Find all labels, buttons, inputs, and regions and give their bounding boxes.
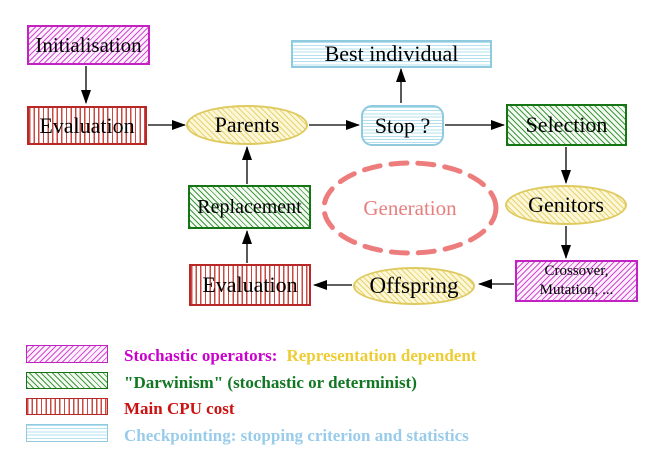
legend-swatch-cpu-cost <box>26 398 108 415</box>
node-crossover-line1: Crossover, <box>544 263 609 280</box>
node-genitors-label: Genitors <box>528 192 604 218</box>
node-crossover-line2: Mutation, ... <box>539 282 614 298</box>
node-genitors: Genitors <box>505 185 627 225</box>
node-crossover-mutation: Crossover, Mutation, ... <box>515 260 638 302</box>
node-selection: Selection <box>506 104 627 146</box>
legend-label-checkpointing: Checkpointing: stopping criterion and st… <box>124 426 469 446</box>
node-offspring-label: Offspring <box>369 272 459 298</box>
node-stop-label: Stop ? <box>374 112 431 138</box>
legend-label-darwinism: "Darwinism" (stochastic or determinist) <box>124 373 417 393</box>
node-stop: Stop ? <box>361 105 444 146</box>
legend-label-darwinism-text: "Darwinism" (stochastic or determinist) <box>124 373 417 392</box>
node-replacement-label: Replacement <box>197 195 302 218</box>
node-evaluation-bottom-label: Evaluation <box>202 272 298 298</box>
legend-swatch-checkpointing <box>26 424 108 442</box>
node-selection-label: Selection <box>525 112 608 138</box>
node-initialisation-label: Initialisation <box>35 32 142 57</box>
legend-label-checkpointing-text: Checkpointing: stopping criterion and st… <box>124 426 469 445</box>
legend-swatch-stochastic-operators <box>26 345 108 363</box>
generation-text: Generation <box>363 195 457 220</box>
node-replacement: Replacement <box>188 185 311 229</box>
node-best-individual-label: Best individual <box>324 41 459 67</box>
node-evaluation-bottom: Evaluation <box>189 264 311 306</box>
legend-label-cpu-cost-text: Main CPU cost <box>124 399 235 418</box>
legend-label-stochastic-part1: Stochastic operators: <box>124 346 278 365</box>
node-generation-label: Generation <box>324 196 496 220</box>
legend-label-stochastic-part2: Representation dependent <box>286 346 477 365</box>
legend-swatch-darwinism <box>26 372 108 389</box>
node-best-individual: Best individual <box>291 40 492 68</box>
node-initialisation: Initialisation <box>27 25 150 65</box>
legend-label-stochastic-operators: Stochastic operators: Representation depe… <box>124 346 476 366</box>
node-parents: Parents <box>186 105 308 145</box>
legend-label-cpu-cost: Main CPU cost <box>124 399 234 419</box>
node-parents-label: Parents <box>214 112 280 138</box>
node-evaluation-top: Evaluation <box>27 106 147 145</box>
node-offspring: Offspring <box>353 267 475 305</box>
node-evaluation-top-label: Evaluation <box>39 112 135 138</box>
